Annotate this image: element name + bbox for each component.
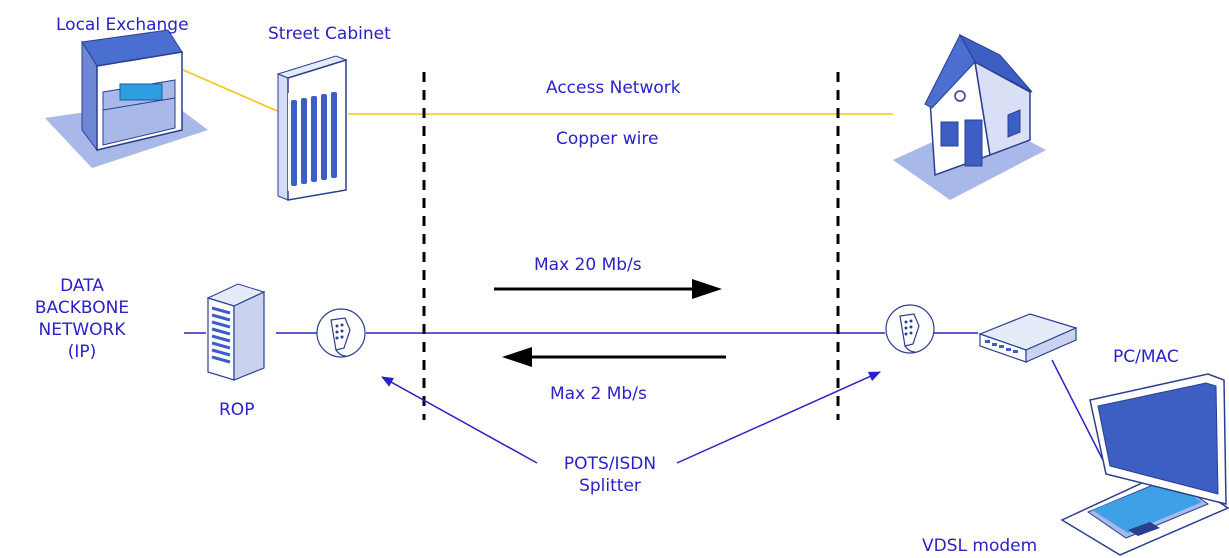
downstream-arrow: [494, 279, 722, 299]
access-network-label: Access Network: [546, 78, 681, 98]
max-downstream-label: Max 20 Mb/s: [534, 255, 642, 275]
splitter-pointer-left: [381, 376, 538, 464]
vdsl-modem-icon: [978, 313, 1078, 363]
splitter-pointer-right: [676, 371, 881, 464]
data-backbone-label: DATA BACKBONE NETWORK (IP): [12, 275, 152, 363]
splitter-label: POTS/ISDN Splitter: [530, 453, 690, 497]
local-exchange-label: Local Exchange: [56, 15, 189, 35]
laptop-icon: [1060, 373, 1229, 556]
splitter-right-icon: [885, 304, 935, 354]
pc-mac-label: PC/MAC: [1113, 347, 1179, 367]
modem-laptop-line: [1051, 359, 1109, 471]
street-cabinet-icon: [276, 55, 348, 201]
rop-server-icon: [206, 283, 266, 381]
rop-label: ROP: [219, 400, 255, 420]
data-backbone-line-4: (IP): [67, 342, 97, 362]
splitter-label-line-1: POTS/ISDN: [563, 454, 657, 474]
copper-wire-label: Copper wire: [556, 129, 659, 149]
local-exchange-icon: [45, 29, 208, 168]
splitter-left-icon: [316, 308, 366, 358]
copper-line-exchange-cabinet: [182, 69, 283, 114]
data-backbone-line-2: BACKBONE: [34, 298, 130, 318]
upstream-arrow: [502, 347, 726, 367]
street-cabinet-label: Street Cabinet: [268, 24, 391, 44]
data-backbone-line-3: NETWORK: [38, 320, 126, 340]
house-icon: [893, 33, 1046, 200]
splitter-label-line-2: Splitter: [579, 476, 641, 496]
max-upstream-label: Max 2 Mb/s: [550, 384, 647, 404]
vdsl-modem-label: VDSL modem: [922, 536, 1038, 556]
data-backbone-line-1: DATA: [60, 276, 104, 296]
